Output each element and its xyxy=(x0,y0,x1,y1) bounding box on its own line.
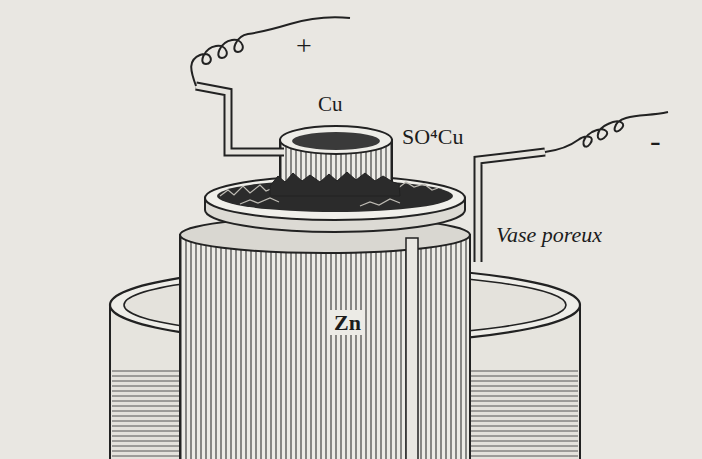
part-name: Cu xyxy=(316,92,345,116)
polarity-sign: - xyxy=(648,122,663,159)
zinc-cylinder xyxy=(180,217,470,459)
polarity-sign: + xyxy=(294,30,314,62)
positive-wire xyxy=(191,17,350,152)
part-name: Zn xyxy=(330,310,365,335)
negative-wire xyxy=(478,112,668,262)
part-name: Vase poreux xyxy=(494,222,604,247)
copper-cylinder xyxy=(270,126,400,196)
part-name: SO⁴Cu xyxy=(400,124,465,149)
